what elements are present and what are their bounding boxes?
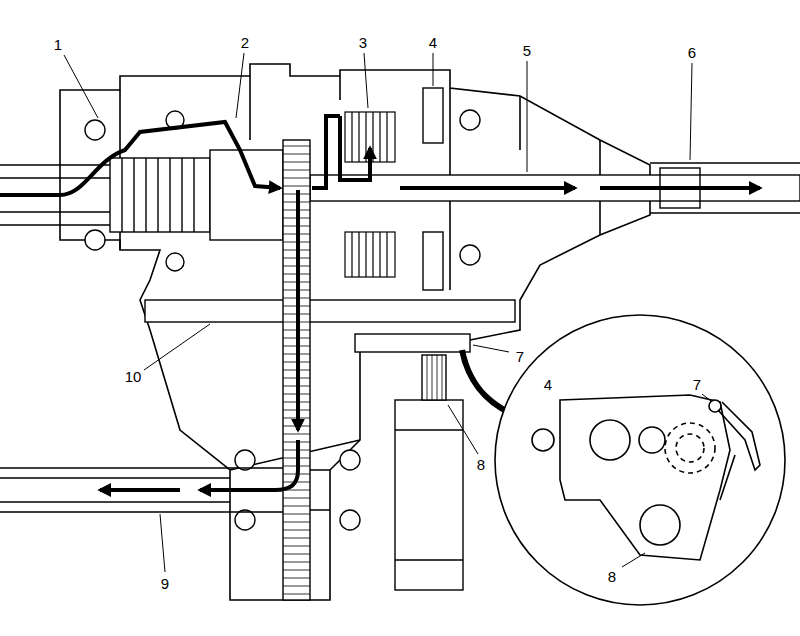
bearing-part: [85, 230, 105, 250]
drive-sprocket-stack: [283, 140, 310, 600]
inset-detail-part: [495, 315, 785, 605]
housing-part: [339, 76, 341, 100]
callout-number: 5: [521, 42, 533, 59]
bearing-part: [340, 510, 360, 530]
power-flow-arrow-part: [296, 190, 300, 430]
callout-number: 6: [686, 44, 698, 61]
shift-fork-part: [355, 334, 470, 352]
power-flow-arrow-part: [312, 116, 370, 188]
leader-line-part: [64, 55, 98, 118]
bearing-part: [85, 120, 105, 140]
mainshaft-part: [310, 175, 800, 201]
clutch-pack-part: [352, 232, 387, 277]
inset-detail-part: [665, 423, 715, 473]
bearing-part: [460, 110, 480, 130]
input-shaft-part: [110, 158, 210, 232]
callout-number: 8: [606, 568, 618, 585]
leader-line-part: [473, 345, 509, 352]
callout-number: 3: [357, 34, 369, 51]
front-output-shaft-part: [310, 470, 330, 510]
leader-line-part: [236, 53, 244, 118]
leader-line-part: [144, 324, 210, 370]
power-flow-arrow-part: [100, 488, 180, 492]
power-flow-arrow-part: [200, 440, 298, 490]
bearing-part: [340, 450, 360, 470]
motor-part: [427, 355, 442, 400]
motor-part: [422, 355, 446, 400]
bearing-part: [166, 253, 184, 271]
clutch-pack-part: [345, 232, 395, 277]
bearing-part: [460, 245, 480, 265]
callout-number: 8: [475, 456, 487, 473]
inset-detail-part: [720, 455, 735, 500]
leader-line-part: [160, 514, 165, 572]
inset-detail-part: [640, 505, 680, 545]
power-flow-arrow-part: [0, 122, 280, 195]
inset-detail-part: [718, 402, 760, 470]
inset-detail-part: [560, 395, 730, 560]
housing-part: [249, 76, 251, 140]
bearing-part: [235, 450, 255, 470]
callout-number: 1: [52, 36, 64, 53]
front-output-shaft-part: [0, 478, 230, 502]
callout-number: 2: [239, 34, 251, 51]
apply-plate-part: [423, 88, 443, 143]
power-flow-arrow-part: [400, 186, 575, 190]
callout-number: 4: [542, 376, 554, 393]
apply-plate-part: [423, 232, 443, 290]
input-shaft-part: [122, 158, 194, 232]
shift-fork: [355, 334, 470, 352]
callout-number: 10: [123, 368, 144, 385]
housing-part: [519, 96, 521, 150]
bearing-part: [235, 510, 255, 530]
leader-line: [64, 53, 711, 572]
inset-detail-part: [676, 434, 704, 462]
motor-part: [395, 430, 463, 560]
drive-sprocket-stack-part: [283, 146, 310, 594]
motor-part: [395, 400, 463, 590]
countershaft: [145, 300, 515, 322]
leader-line-part: [527, 61, 528, 172]
inset-detail-part: [532, 429, 554, 451]
callout-number: 7: [514, 348, 526, 365]
leader-line-part: [622, 553, 645, 567]
motor: [395, 355, 463, 590]
inset-detail: [495, 315, 785, 605]
drive-sprocket-stack-part: [283, 140, 310, 600]
leader-line-part: [690, 63, 692, 160]
callout-number: 7: [691, 376, 703, 393]
inset-detail-part: [590, 420, 630, 460]
leader-line-part: [702, 394, 711, 401]
callout-number: 9: [159, 575, 171, 592]
countershaft-part: [145, 300, 515, 322]
leader-line-part: [364, 53, 368, 108]
inset-detail-part: [639, 427, 665, 453]
leader-line-part: [433, 53, 434, 86]
callout-number: 4: [427, 34, 439, 51]
power-flow-arrow-part: [600, 186, 760, 190]
clutch-pack: [345, 112, 395, 277]
leader-line-part: [448, 405, 478, 454]
mainshaft: [310, 163, 800, 213]
